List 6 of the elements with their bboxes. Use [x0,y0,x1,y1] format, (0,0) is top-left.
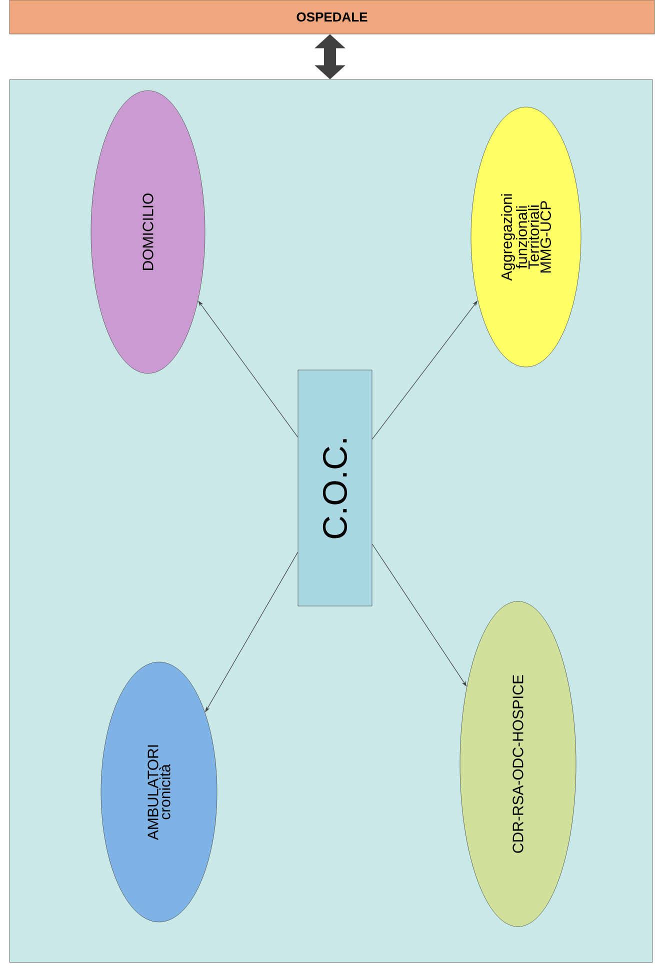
banner-bar: OSPEDALE [9,0,655,34]
ellipse-node: DOMICILIO [90,90,206,374]
ellipse-node: AMBULATORI cronicità [100,662,218,922]
center-box: C.O.C. [298,370,372,606]
ellipse-node: Aggregazioni funzionali Territoriali MMG-UCP [470,106,582,368]
ellipse-node: CDR-RSA-ODC-HOSPICE [460,601,576,927]
